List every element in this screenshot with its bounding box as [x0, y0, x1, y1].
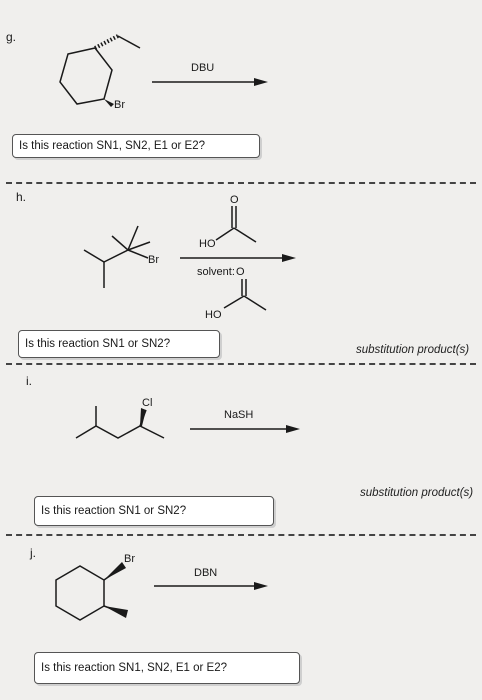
- substituent-i: Cl: [142, 397, 152, 409]
- problem-i-label: i.: [26, 374, 32, 388]
- molecule-h: [83, 225, 151, 288]
- arrow-h: [180, 254, 296, 262]
- product-label-h: substitution product(s): [356, 344, 470, 356]
- divider-i-j: [6, 534, 476, 536]
- molecule-g: [59, 34, 141, 105]
- molecule-i: [75, 406, 165, 439]
- product-label-i: substitution product(s): [360, 487, 474, 499]
- solvent-acetic-acid: [223, 279, 267, 311]
- substituent-h: Br: [148, 254, 159, 266]
- substituent-j: Br: [124, 553, 135, 565]
- question-box-j[interactable]: Is this reaction SN1, SN2, E1 or E2?: [34, 652, 300, 684]
- question-box-i[interactable]: Is this reaction SN1 or SN2?: [34, 496, 274, 526]
- question-text-g: Is this reaction SN1, SN2, E1 or E2?: [19, 140, 206, 152]
- wedge-bond-g: [104, 99, 114, 107]
- reagent-i: NaSH: [224, 409, 253, 421]
- wedge-bond-j-methyl: [104, 606, 128, 618]
- question-box-g[interactable]: Is this reaction SN1, SN2, E1 or E2?: [12, 134, 260, 158]
- question-text-i: Is this reaction SN1 or SN2?: [41, 505, 187, 517]
- solvent-oxygen-h: O: [236, 266, 245, 278]
- reagent-h: HO: [199, 238, 216, 250]
- divider-h-i: [6, 363, 476, 365]
- solvent-reagent-h: HO: [205, 309, 222, 321]
- divider-g-h: [6, 182, 476, 184]
- problem-g-label: g.: [6, 30, 17, 44]
- question-text-h: Is this reaction SN1 or SN2?: [25, 338, 171, 350]
- reagent-j: DBN: [194, 567, 217, 579]
- arrow-g: [152, 78, 268, 86]
- oxygen-h: O: [230, 194, 239, 206]
- substituent-g: Br: [114, 99, 125, 111]
- acetic-acid-reagent: [215, 206, 257, 243]
- arrow-i: [190, 425, 300, 433]
- question-text-j: Is this reaction SN1, SN2, E1 or E2?: [41, 662, 228, 674]
- problem-j-label: j.: [30, 546, 36, 560]
- solvent-label-h: solvent:: [197, 266, 235, 278]
- wedge-bond-i: [140, 408, 146, 426]
- question-box-h[interactable]: Is this reaction SN1 or SN2?: [18, 330, 220, 358]
- problem-h-label: h.: [16, 190, 27, 204]
- arrow-j: [154, 582, 268, 590]
- wedge-bond-j: [104, 562, 126, 580]
- reagent-g: DBU: [191, 62, 214, 74]
